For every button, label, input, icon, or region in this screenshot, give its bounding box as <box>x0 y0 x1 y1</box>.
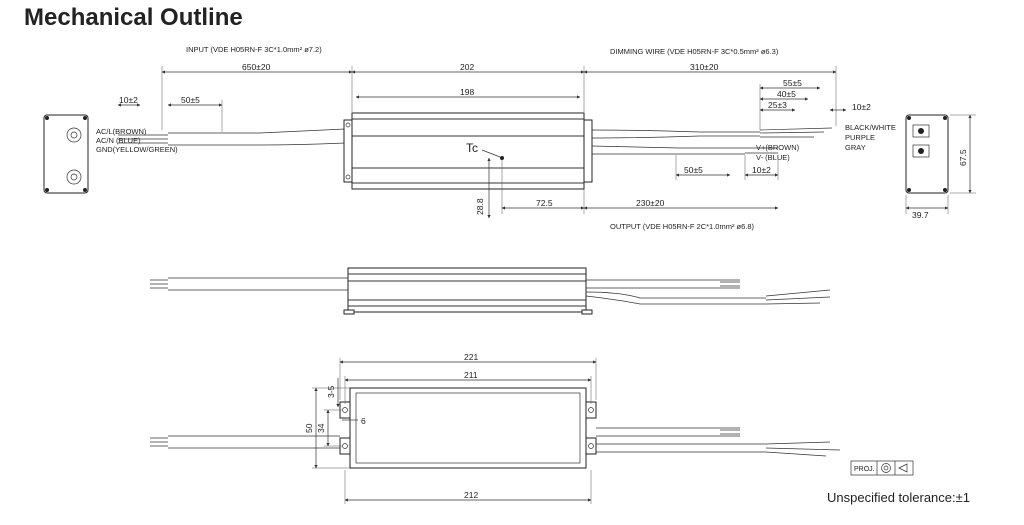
dimension-label: 34 <box>316 423 326 433</box>
dimension-label: 202 <box>460 62 474 72</box>
output-wire-label: V+(BROWN) <box>756 143 800 152</box>
driver-body-top <box>343 112 593 190</box>
right-end-view <box>905 114 949 194</box>
dimming-wire-label: PURPLE <box>845 133 875 142</box>
dimension-label: 50 <box>304 423 314 433</box>
input-wire-label: AC/L(BROWN) <box>96 127 147 136</box>
dimension-label: 39.7 <box>912 210 929 220</box>
output-wire-label: V- (BLUE) <box>756 153 790 162</box>
dimension-label: 67.5 <box>958 149 968 166</box>
input-wire-label: GND(YELLOW/GREEN) <box>96 145 178 154</box>
dimming-wire-label: GRAY <box>845 143 866 152</box>
dimension-label: 50±5 <box>684 165 703 175</box>
top-dimensions: 650±20 202 310±20 198 10±2 50±5 55±5 40±… <box>117 62 976 220</box>
page-title: Mechanical Outline <box>24 4 243 31</box>
dimension-label: 55±5 <box>783 78 802 88</box>
bottom-dimensions: 221 211 212 50 34 3-5 6 <box>304 352 597 504</box>
input-cable-label: INPUT (VDE H05RN-F 3C*1.0mm² ø7.2) <box>186 45 322 54</box>
tolerance-note: Unspecified tolerance:±1 <box>827 490 970 505</box>
dimension-label: 28.8 <box>475 198 485 215</box>
dimension-label: 230±20 <box>636 198 665 208</box>
dimension-label: 25±3 <box>768 100 787 110</box>
projection-symbol: PROJ. <box>850 460 914 476</box>
input-wire-label: AC/N (BLUE) <box>96 136 141 145</box>
projection-circle-icon <box>881 463 891 473</box>
dimension-label: 40±5 <box>777 89 796 99</box>
dimming-wire-label: BLACK/WHITE <box>845 123 896 132</box>
dimension-label: 10±2 <box>119 95 138 105</box>
left-end-view <box>43 114 89 194</box>
tc-label: Tc <box>466 141 478 155</box>
dimming-wire-label: DIMMING WIRE (VDE H05RN-F 3C*0.5mm² ø6.3… <box>610 47 779 56</box>
dimension-label: 198 <box>460 87 474 97</box>
bottom-view: 221 211 212 50 34 3-5 6 <box>150 352 841 504</box>
dimension-label: 6 <box>361 416 366 426</box>
dimension-label: 310±20 <box>690 62 719 72</box>
dimension-label: 72.5 <box>536 198 553 208</box>
top-view: INPUT (VDE H05RN-F 3C*1.0mm² ø7.2) DIMMI… <box>43 45 976 231</box>
projection-cone-icon <box>898 463 908 473</box>
projection-label: PROJ. <box>854 466 875 473</box>
dimension-label: 50±5 <box>181 95 200 105</box>
dimension-label: 10±2 <box>852 102 871 112</box>
dimension-label: 211 <box>464 370 478 380</box>
dimension-label: 10±2 <box>752 165 771 175</box>
output-cable-label: OUTPUT (VDE H05RN-F 2C*1.0mm² ø6.8) <box>610 222 755 231</box>
dimension-label: 650±20 <box>242 62 271 72</box>
dimension-label: 212 <box>464 490 478 500</box>
dimension-label: 221 <box>464 352 478 362</box>
side-view <box>150 267 831 315</box>
dimension-label: 3-5 <box>326 385 336 398</box>
